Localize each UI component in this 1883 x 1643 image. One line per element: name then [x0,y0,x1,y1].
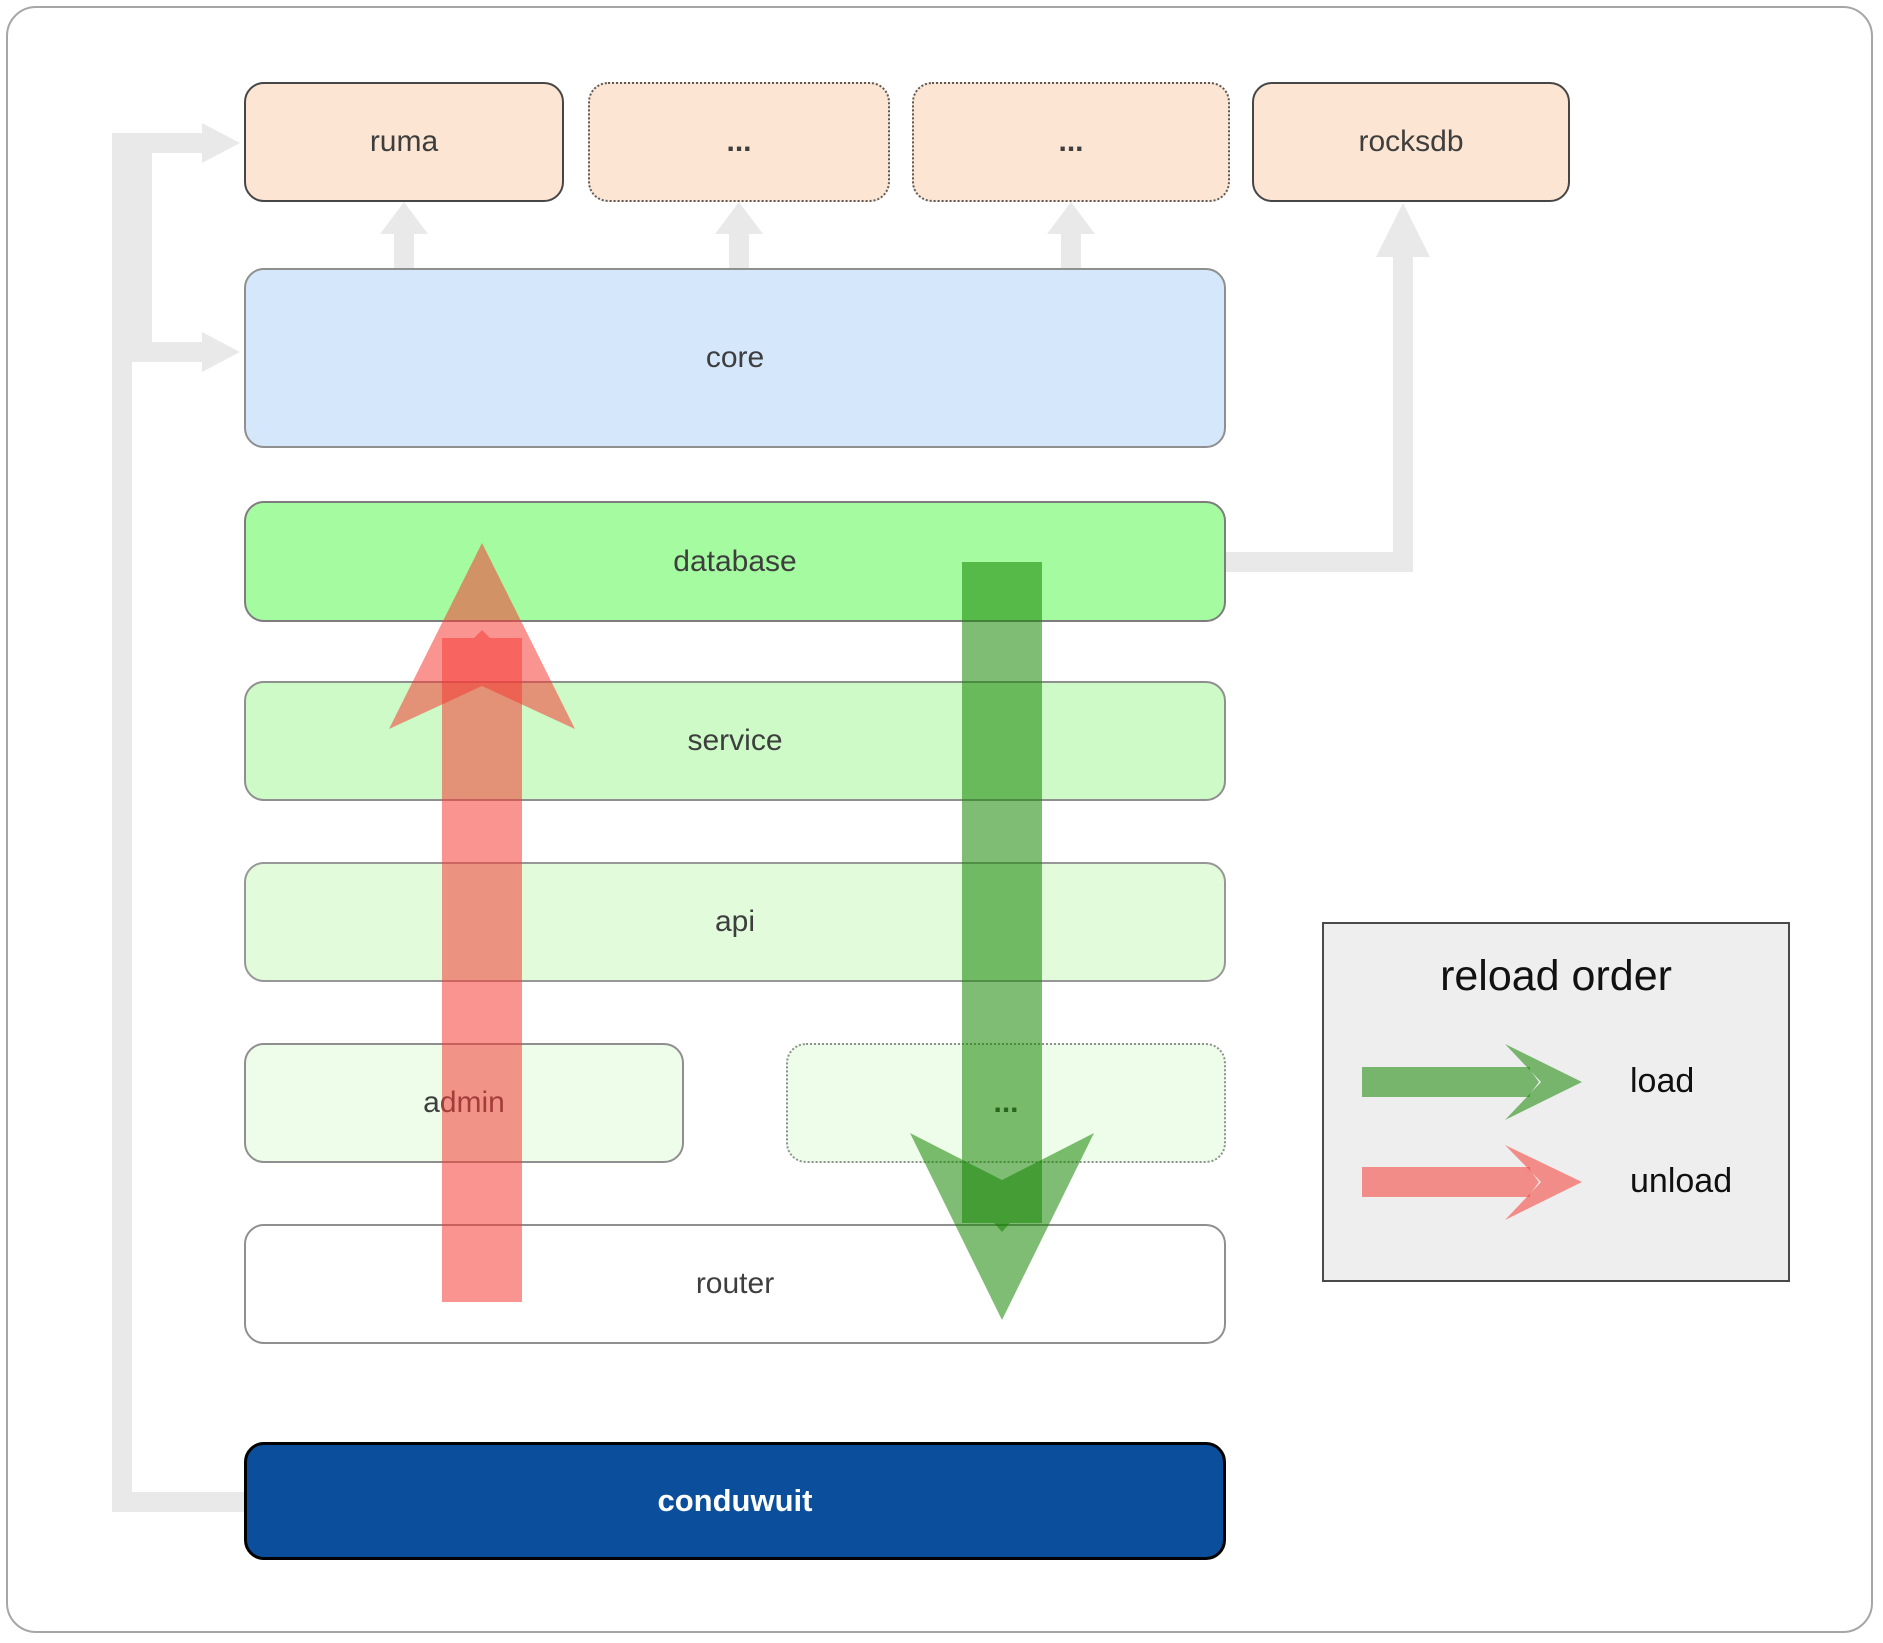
node-admin: admin [244,1043,684,1163]
node-router: router [244,1224,1226,1344]
node-crate-more-1-label: ... [726,125,752,158]
node-conduwuit-label: conduwuit [657,1483,813,1518]
node-service-label: service [687,724,783,757]
node-core-label: core [705,341,765,374]
node-core: core [244,268,1226,448]
node-crate-more-1: ... [588,82,890,202]
node-service-more-label: ... [993,1086,1019,1119]
node-database: database [244,501,1226,622]
node-crate-more-2-label: ... [1058,125,1084,158]
node-rocksdb-label: rocksdb [1358,125,1464,158]
node-admin-label: admin [423,1086,505,1119]
node-conduwuit: conduwuit [244,1442,1226,1560]
legend-load-label: load [1630,1062,1695,1100]
node-database-label: database [673,544,797,578]
legend-reload-order: reload order load unload [1322,922,1790,1282]
node-service-more: ... [786,1043,1226,1163]
node-rocksdb: rocksdb [1252,82,1570,202]
node-router-label: router [695,1267,775,1300]
node-crate-more-2: ... [912,82,1230,202]
node-service: service [244,681,1226,801]
node-ruma-label: ruma [369,125,439,158]
node-api-label: api [714,905,756,938]
legend-unload-label: unload [1630,1162,1733,1200]
legend-title: reload order [1440,952,1672,1000]
diagram-frame [6,6,1873,1633]
node-api: api [244,862,1226,982]
node-ruma: ruma [244,82,564,202]
